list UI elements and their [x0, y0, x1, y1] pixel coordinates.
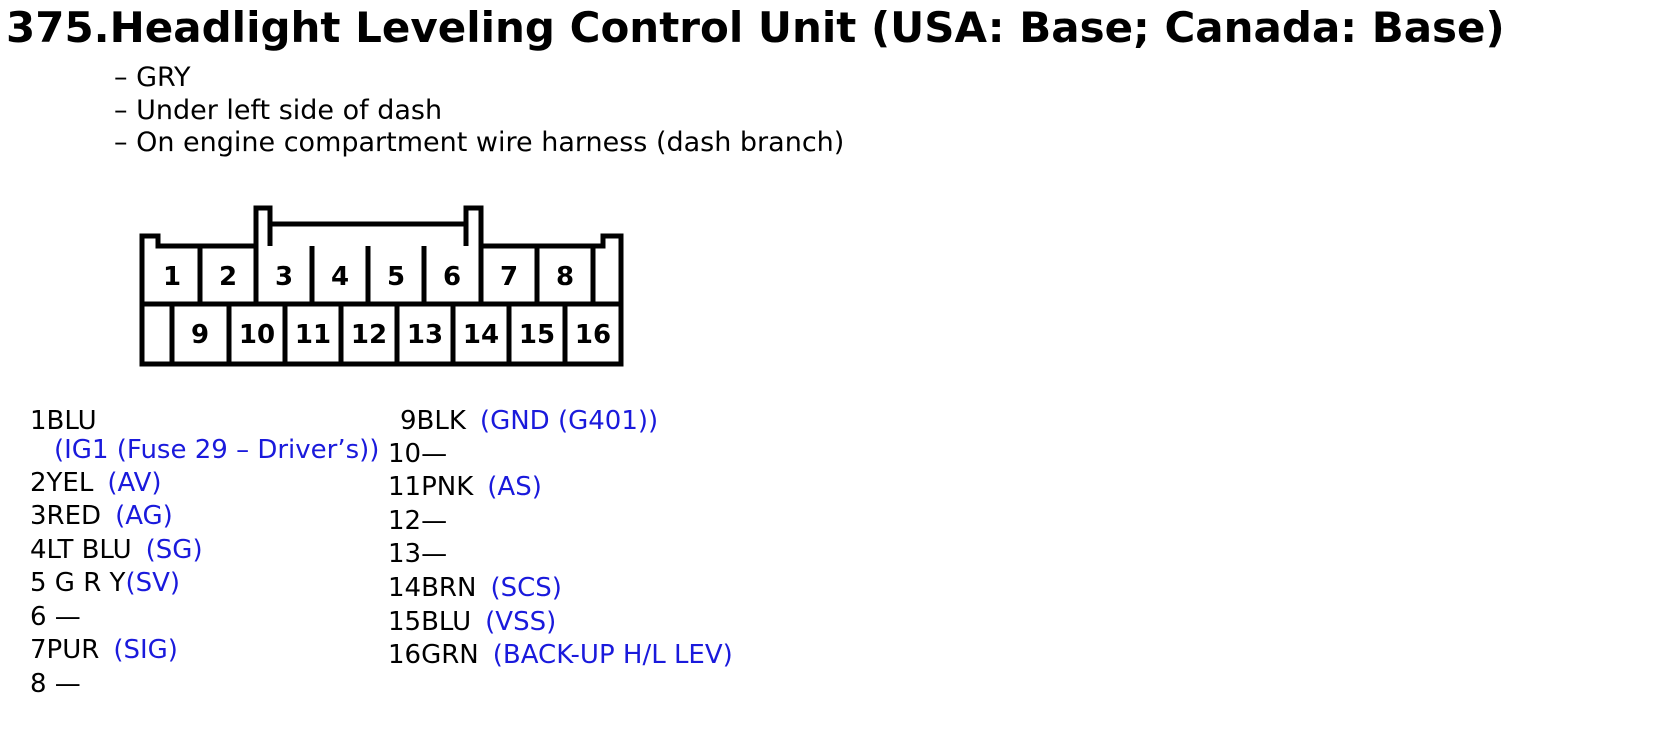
pin-number-4: 4	[331, 262, 349, 292]
pin-number-10: 10	[239, 320, 275, 350]
pin-wire: 16GRN	[388, 640, 479, 670]
pin-wire: 8 —	[30, 669, 81, 699]
pin-function: (IG1 (Fuse 29 – Driver’s))	[54, 435, 380, 465]
pin-wire: 2YEL	[30, 468, 94, 498]
pin-number-16: 16	[575, 320, 611, 350]
pin-wire: 1BLU	[30, 406, 97, 436]
pin-wire: 3RED	[30, 501, 102, 531]
pin-wire: 15BLU	[388, 607, 472, 637]
pin-row-8: 8 —	[30, 667, 81, 701]
pin-function: (SV)	[125, 568, 181, 598]
pin-number-14: 14	[463, 320, 499, 350]
pin-number-11: 11	[295, 320, 331, 350]
pin-number-12: 12	[351, 320, 387, 350]
pin-row-10: 10—	[388, 437, 447, 471]
pin-wire: 6 —	[30, 602, 81, 632]
pin-row-7: 7PUR (SIG)	[30, 633, 178, 667]
pin-wire: 7PUR	[30, 635, 100, 665]
pin-number-8: 8	[556, 262, 574, 292]
pin-row-1-function: (IG1 (Fuse 29 – Driver’s))	[54, 433, 379, 467]
pin-row-15: 15BLU (VSS)	[388, 605, 556, 639]
pin-function: (AS)	[487, 472, 542, 502]
pin-row-9: 9BLK (GND (G401))	[400, 404, 658, 438]
pin-row-16: 16GRN (BACK-UP H/L LEV)	[388, 638, 733, 672]
pin-row-14: 14BRN (SCS)	[388, 571, 562, 605]
pin-function: (AV)	[107, 468, 162, 498]
pin-number-2: 2	[219, 262, 237, 292]
pin-row-6: 6 —	[30, 600, 81, 634]
pin-number-5: 5	[387, 262, 405, 292]
pin-wire: 5 G R Y	[30, 568, 126, 598]
pin-function: (GND (G401))	[479, 406, 659, 436]
pin-function: (SIG)	[113, 635, 178, 665]
pin-row-11: 11PNK (AS)	[388, 470, 542, 504]
page-title: 375.Headlight Leveling Control Unit (USA…	[6, 3, 1505, 52]
pin-function: (SG)	[145, 535, 203, 565]
pin-row-2: 2YEL (AV)	[30, 466, 162, 500]
pin-function: (BACK-UP H/L LEV)	[492, 640, 733, 670]
pin-row-4: 4LT BLU (SG)	[30, 533, 203, 567]
pin-function: (VSS)	[485, 607, 557, 637]
pin-number-7: 7	[500, 262, 518, 292]
pin-number-6: 6	[443, 262, 461, 292]
pin-row-1: 1BLU	[30, 404, 97, 438]
pin-number-3: 3	[275, 262, 293, 292]
pin-wire: 12—	[388, 506, 448, 536]
pin-number-1: 1	[163, 262, 181, 292]
pin-wire: 4LT BLU	[30, 535, 132, 565]
pin-number-9: 9	[191, 320, 209, 350]
pin-row-13: 13—	[388, 537, 447, 571]
pin-number-13: 13	[407, 320, 443, 350]
pin-wire: 14BRN	[388, 573, 477, 603]
pin-wire: 13—	[388, 539, 448, 569]
connector-harness: – On engine compartment wire harness (da…	[114, 127, 845, 158]
pin-wire: 9BLK	[400, 406, 466, 436]
pin-number-15: 15	[519, 320, 555, 350]
pin-wire: 10—	[388, 439, 448, 469]
connector-color: – GRY	[114, 62, 191, 93]
pin-row-12: 12—	[388, 504, 447, 538]
pin-function: (AG)	[115, 501, 173, 531]
pin-wire: 11PNK	[388, 472, 474, 502]
pin-row-3: 3RED (AG)	[30, 499, 173, 533]
connector-location: – Under left side of dash	[114, 95, 443, 126]
pin-row-5: 5 G R Y(SV)	[30, 566, 180, 600]
pin-function: (SCS)	[490, 573, 562, 603]
